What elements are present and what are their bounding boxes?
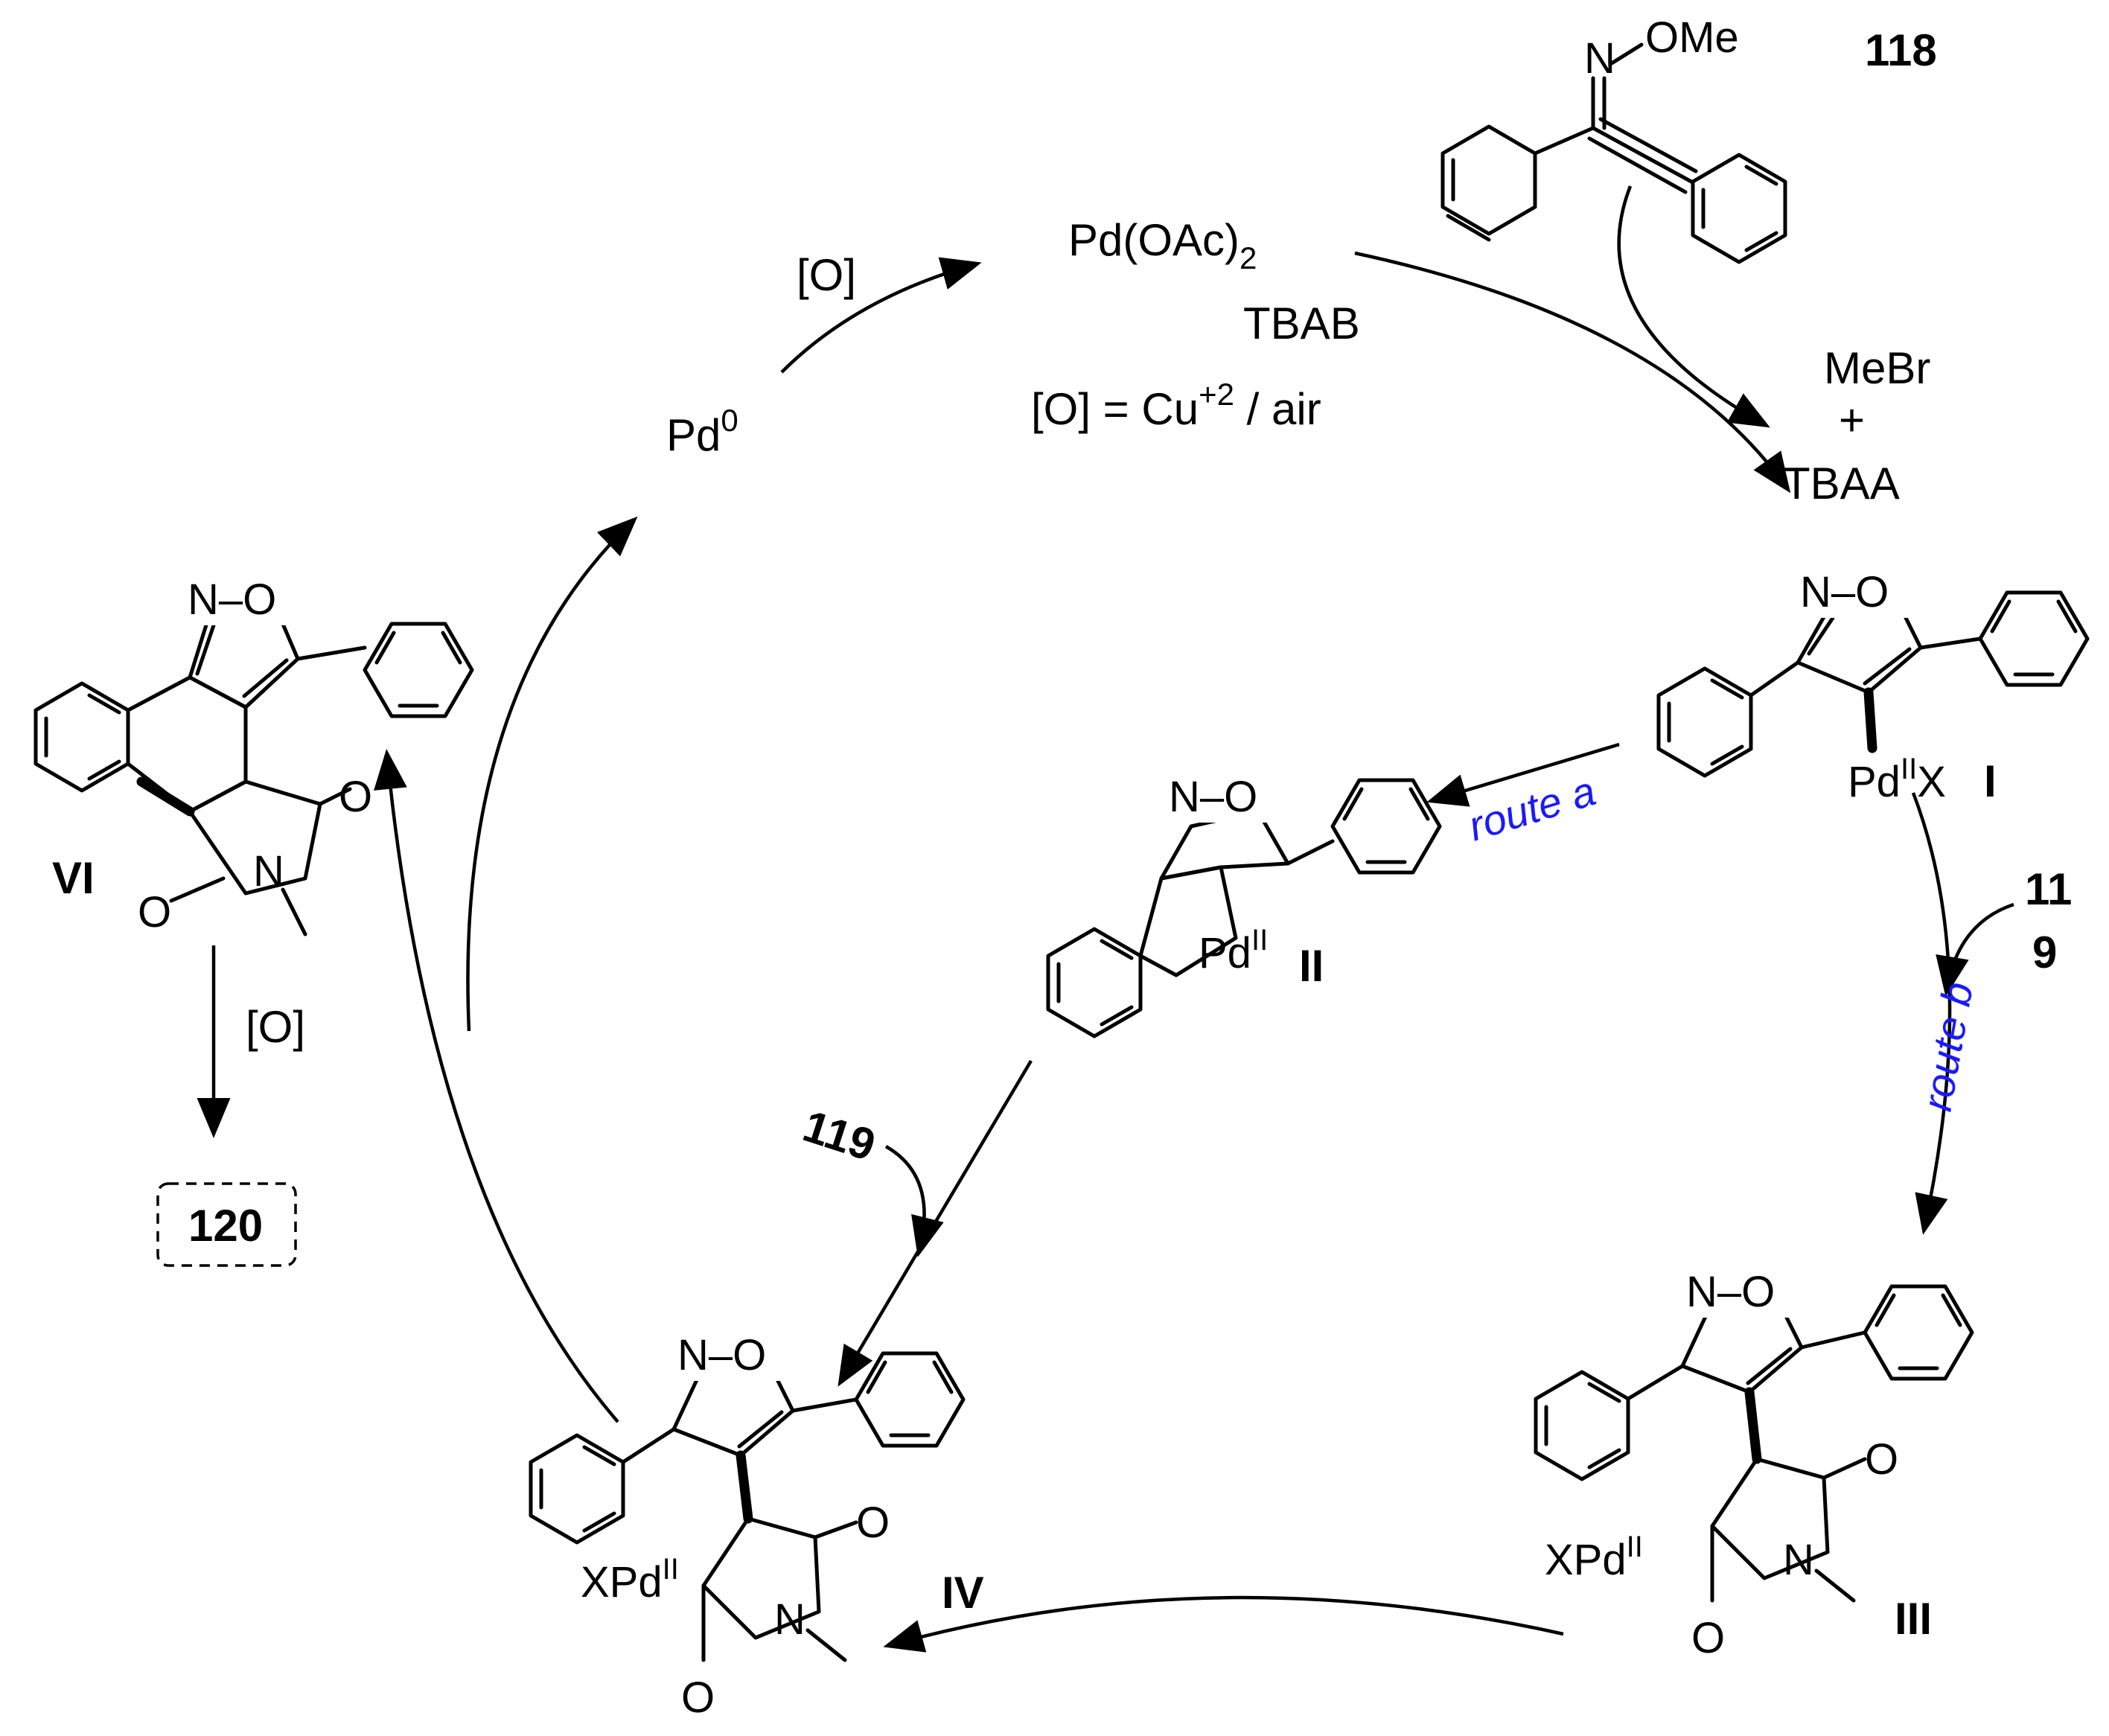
cycle-arrows <box>197 185 2014 1653</box>
II-Pd: PdII <box>1199 924 1268 977</box>
VI-O-bottom: O <box>138 888 171 936</box>
oxidant-left-label: [O] <box>246 1002 305 1052</box>
I-NO: N–O <box>1800 568 1889 616</box>
label-VI: VI <box>52 853 95 903</box>
VI-O-top: O <box>339 773 372 821</box>
pd0-label: Pd0 <box>666 403 738 460</box>
arrow-118-to-mebr <box>1617 185 1770 428</box>
arrow-119-into-routeb <box>1936 902 2014 997</box>
compound-118-label: 118 <box>1865 25 1937 75</box>
compound-119-left: 119 <box>797 1101 881 1171</box>
intermediate-I: N–O PdIIX I <box>1659 568 2087 806</box>
compound-119-right-top: 11 <box>2025 864 2072 914</box>
arrow-I-to-II <box>1426 742 1620 807</box>
arrow-VI-to-Pd0 <box>466 516 638 1032</box>
substrate-118: N OMe 118 <box>1440 13 1937 262</box>
arrow-II-to-IV <box>837 1059 1033 1387</box>
III-O-bottom: O <box>1691 1614 1725 1662</box>
IV-XPd: XPdII <box>581 1553 679 1606</box>
arrow-IV-to-VI <box>374 749 619 1423</box>
label-III: III <box>1895 1594 1932 1644</box>
intermediate-IV: N–O O O N XPdII IV <box>531 1331 984 1722</box>
III-NO: N–O <box>1686 1268 1775 1316</box>
byproduct-tbaa: TBAA <box>1783 459 1900 508</box>
IV-NO: N–O <box>677 1331 766 1379</box>
arrow-pd0-to-pdoac2 <box>780 257 982 374</box>
VI-NO: N–O <box>188 575 276 624</box>
II-NO: N–O <box>1169 773 1257 821</box>
compound-120-label: 120 <box>188 1201 263 1251</box>
route-a-label: route a <box>1463 767 1601 849</box>
oxime-OMe: OMe <box>1645 13 1739 62</box>
IV-O-bottom: O <box>681 1673 715 1722</box>
label-I: I <box>1984 756 1997 806</box>
IV-O-top: O <box>856 1499 890 1547</box>
product-120-box <box>156 1182 297 1267</box>
route-b-label: route b <box>1913 978 1982 1114</box>
label-IV: IV <box>942 1568 984 1618</box>
VI-N: N <box>253 847 284 896</box>
compound-119-right-bottom: 9 <box>2032 928 2057 977</box>
oxime-N: N <box>1584 34 1615 83</box>
intermediate-III: N–O O O N XPdII III <box>1536 1268 1972 1662</box>
byproduct-plus: + <box>1839 395 1865 445</box>
I-PdX: PdIIX <box>1848 753 1946 806</box>
IV-N: N <box>774 1595 805 1644</box>
reagent-labels: Pd(OAc)2 TBAB [O] = Cu+2 / air [O] Pd0 M… <box>666 215 1930 508</box>
III-XPd: XPdII <box>1545 1531 1643 1584</box>
catalyst-label: Pd(OAc)2 <box>1068 215 1257 275</box>
oxidant-definition: [O] = Cu+2 / air <box>1031 377 1321 434</box>
III-N: N <box>1783 1536 1814 1584</box>
arrow-III-to-IV <box>883 1595 1564 1653</box>
arrow-pdoac2-to-I <box>1354 251 1791 494</box>
intermediate-II: N–O PdII II <box>1048 773 1440 1036</box>
III-O-top: O <box>1865 1435 1898 1484</box>
additive-label: TBAB <box>1243 299 1360 348</box>
arrow-119-into-IV <box>884 1145 944 1257</box>
byproduct-mebr: MeBr <box>1824 343 1930 393</box>
label-II: II <box>1299 941 1324 991</box>
oxidant-top-label: [O] <box>797 250 856 300</box>
intermediate-VI: N–O O O N VI <box>36 575 472 936</box>
